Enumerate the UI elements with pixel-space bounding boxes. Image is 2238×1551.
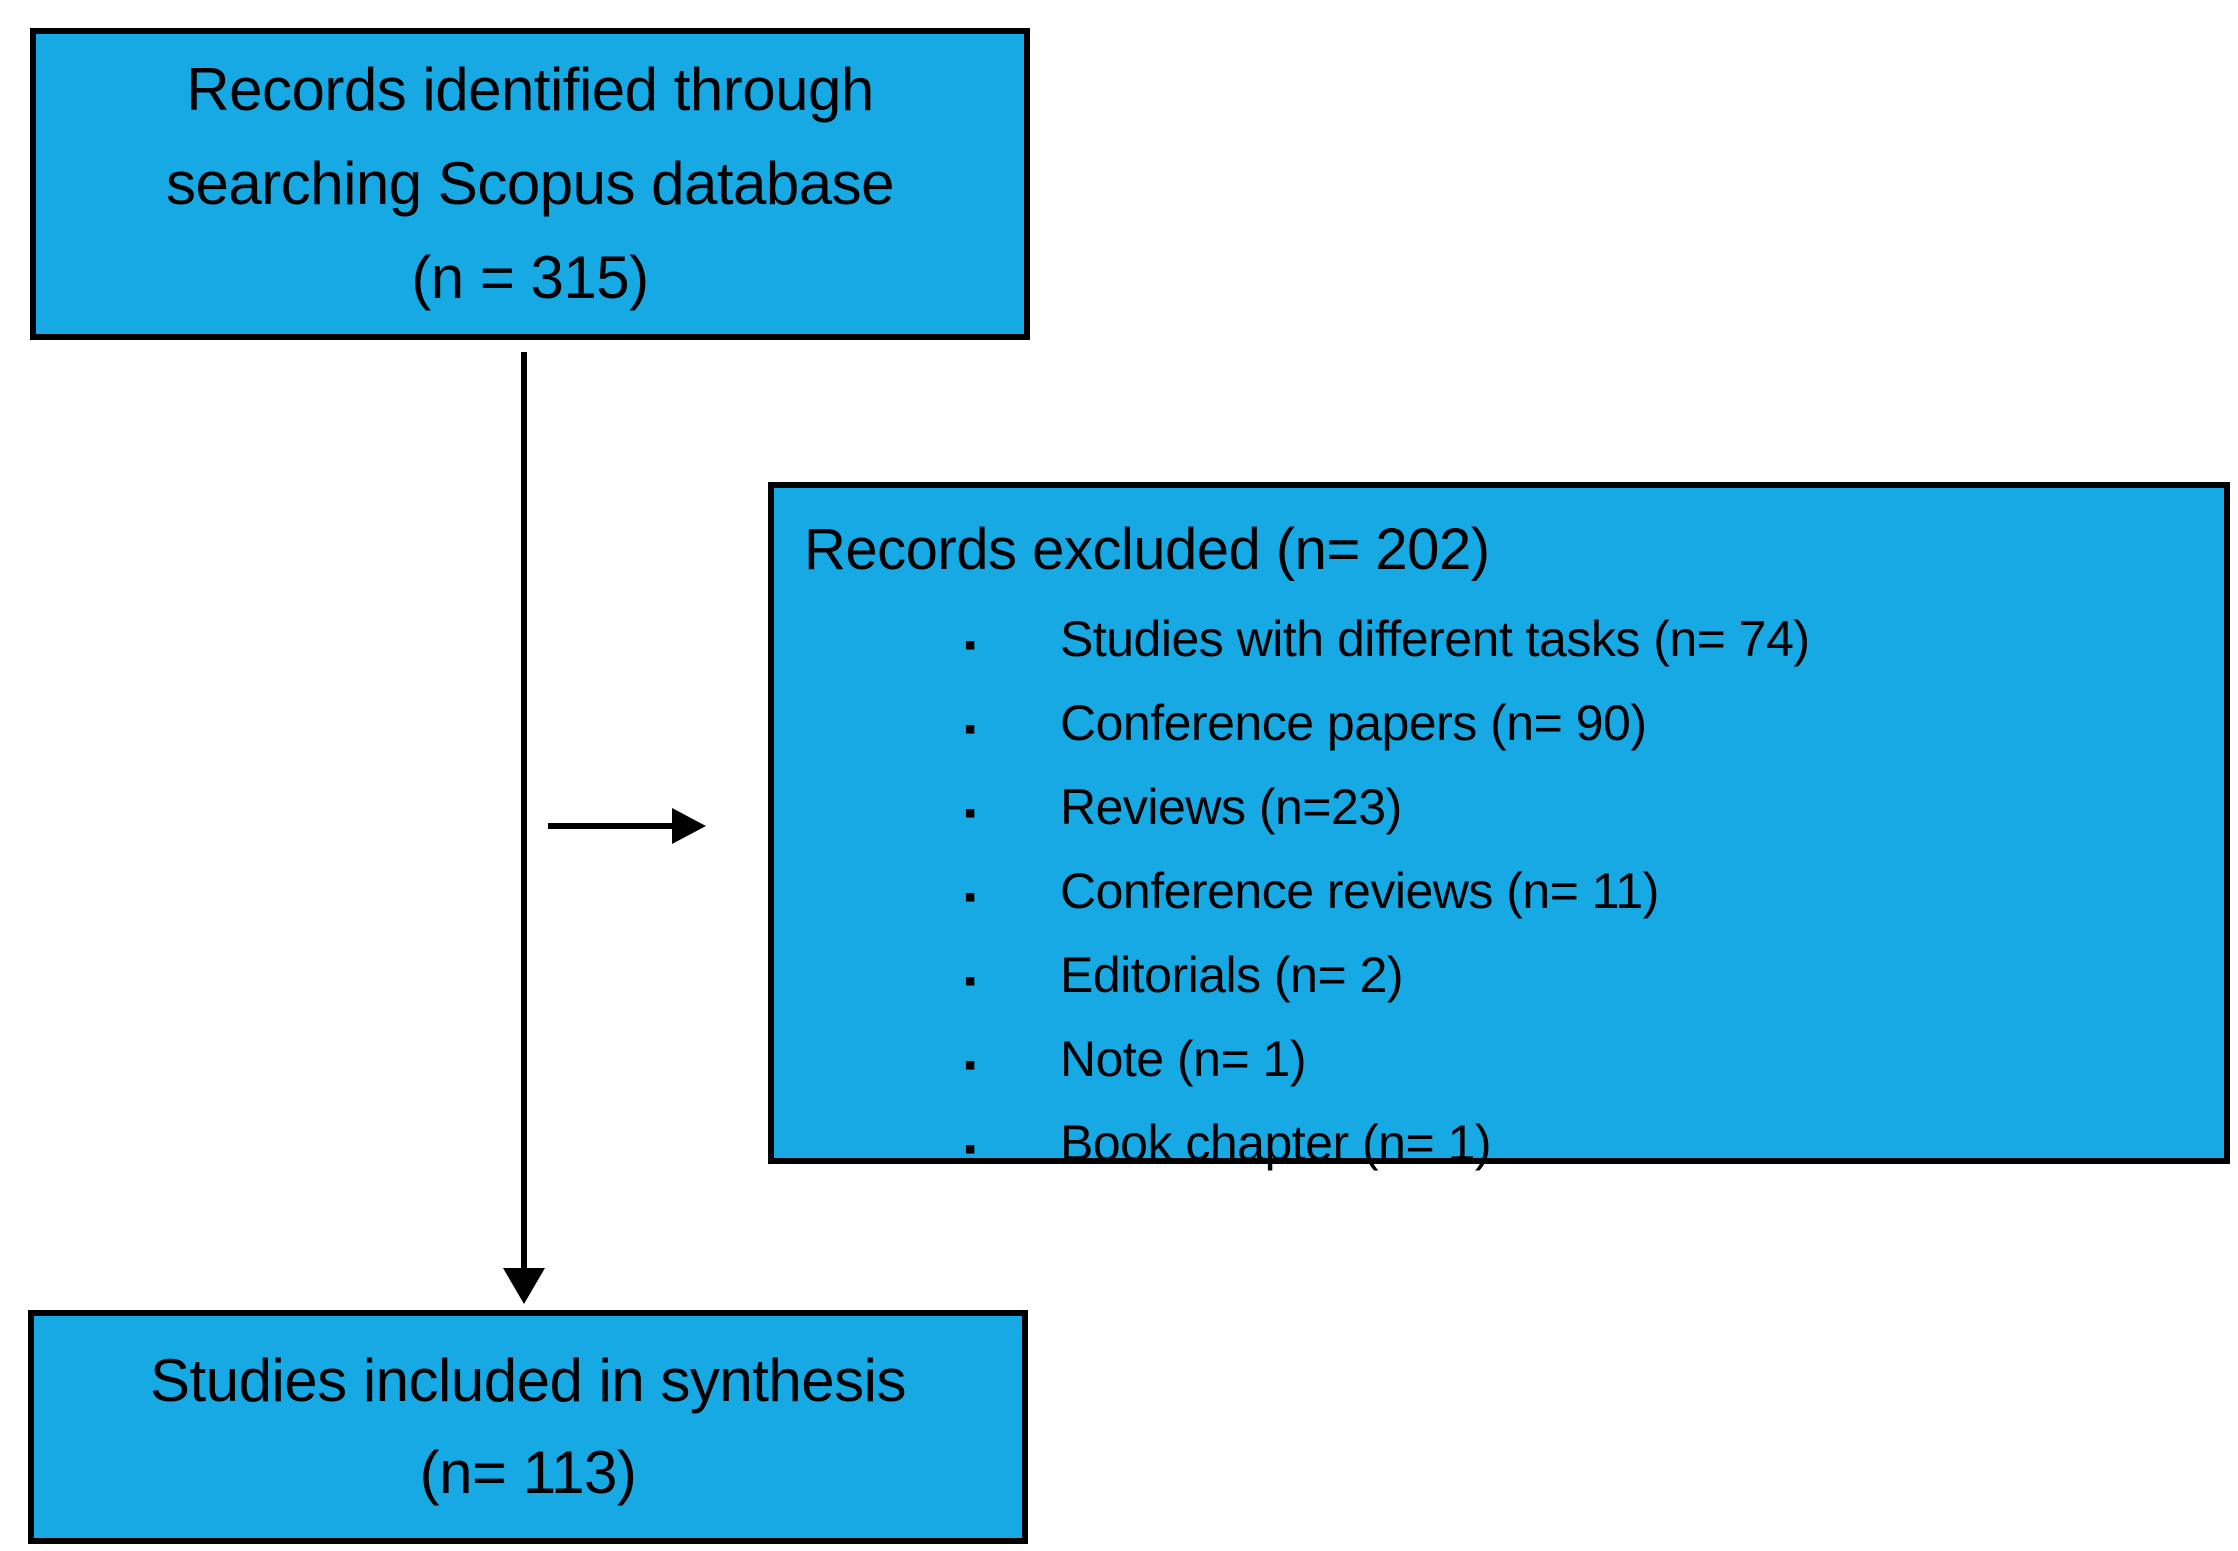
list-item: ▪ Conference reviews (n= 11) xyxy=(964,852,2204,936)
right-arrow-head-icon xyxy=(672,808,706,844)
excluded-reason-text: Note (n= 1) xyxy=(1060,1031,1307,1087)
records-identified-line-1: Records identified through xyxy=(186,56,874,123)
records-identified-count: (n = 315) xyxy=(411,244,649,311)
list-item: ▪ Reviews (n=23) xyxy=(964,768,2204,852)
excluded-reason-text: Conference reviews (n= 11) xyxy=(1060,863,1659,919)
records-identified-line-2: searching Scopus database xyxy=(165,150,895,217)
square-bullet-icon: ▪ xyxy=(964,878,976,916)
down-arrow-shaft xyxy=(521,352,527,1272)
excluded-reason-text: Studies with different tasks (n= 74) xyxy=(1060,611,1810,667)
excluded-reason-text: Book chapter (n= 1) xyxy=(1060,1115,1492,1171)
square-bullet-icon: ▪ xyxy=(964,962,976,1000)
studies-included-line-1: Studies included in synthesis xyxy=(150,1347,906,1414)
excluded-reason-text: Conference papers (n= 90) xyxy=(1060,695,1647,751)
list-item: ▪ Editorials (n= 2) xyxy=(964,936,2204,1020)
box-records-excluded: Records excluded (n= 202) ▪ Studies with… xyxy=(768,482,2230,1171)
square-bullet-icon: ▪ xyxy=(964,1130,976,1168)
square-bullet-icon: ▪ xyxy=(964,1046,976,1084)
excluded-reasons-list: ▪ Studies with different tasks (n= 74) ▪… xyxy=(804,600,2204,1188)
square-bullet-icon: ▪ xyxy=(964,794,976,832)
square-bullet-icon: ▪ xyxy=(964,710,976,748)
box-studies-included: Studies included in synthesis (n= 113) xyxy=(28,1310,1028,1544)
box-records-identified: Records identified through searching Sco… xyxy=(30,28,1030,340)
excluded-reason-text: Reviews (n=23) xyxy=(1060,779,1402,835)
excluded-reason-text: Editorials (n= 2) xyxy=(1060,947,1404,1003)
records-excluded-title: Records excluded (n= 202) xyxy=(804,517,1490,582)
studies-included-count: (n= 113) xyxy=(419,1439,637,1506)
list-item: ▪ Book chapter (n= 1) xyxy=(964,1104,2204,1188)
list-item: ▪ Conference papers (n= 90) xyxy=(964,684,2204,768)
right-arrow-shaft xyxy=(548,823,674,829)
down-arrow-head-icon xyxy=(503,1268,545,1304)
list-item: ▪ Studies with different tasks (n= 74) xyxy=(964,600,2204,684)
list-item: ▪ Note (n= 1) xyxy=(964,1020,2204,1104)
square-bullet-icon: ▪ xyxy=(964,626,976,664)
